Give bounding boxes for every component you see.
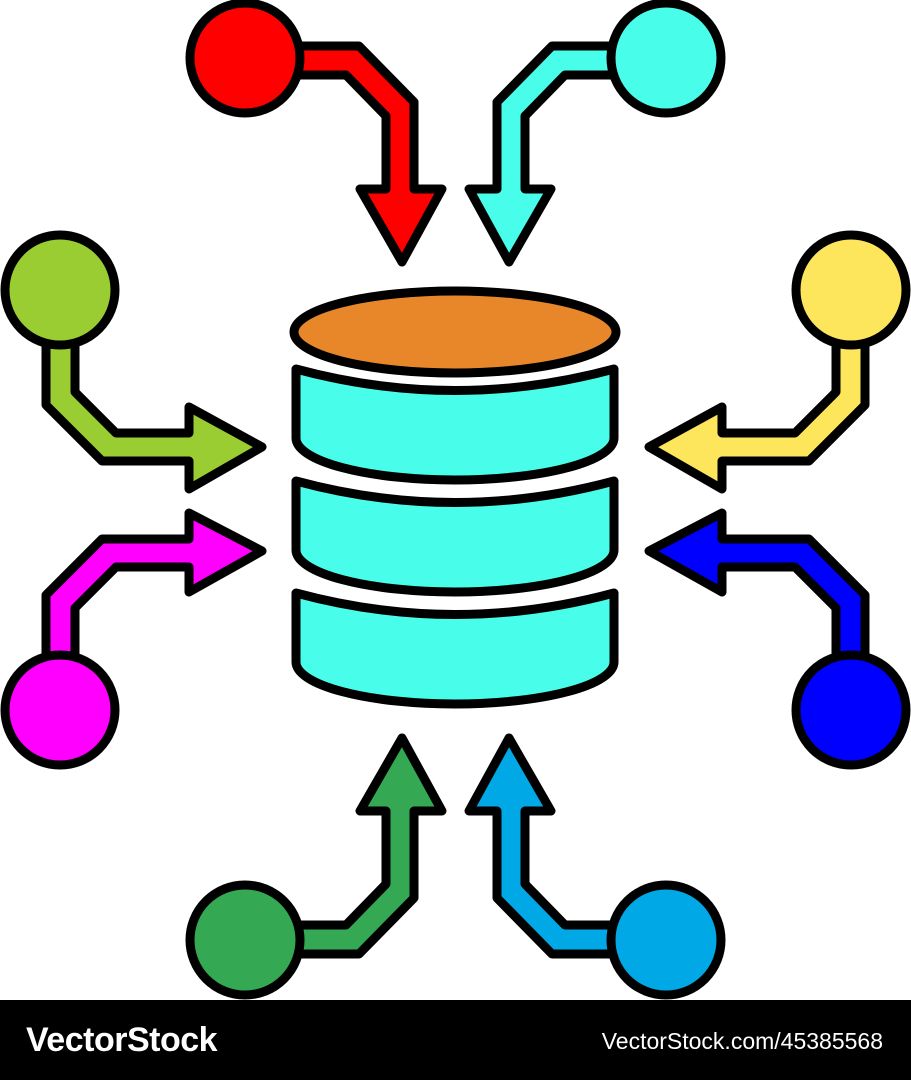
watermark-bar: VectorStock VectorStock.com/45385568 — [0, 1000, 911, 1080]
node-circle-yellow — [791, 230, 911, 350]
database-top-lid — [289, 286, 621, 378]
database-icon — [289, 286, 621, 709]
connector-top-right-cyan — [464, 0, 726, 267]
node-circle-lime — [0, 230, 120, 350]
node-circle-cyan — [606, 0, 726, 118]
arrow-body-cyan — [464, 41, 633, 267]
connector-right-upper-yellow — [644, 230, 911, 494]
node-circle-red — [185, 0, 305, 118]
connector-bottom-right-skyblue — [464, 733, 726, 1000]
database-segment-middle — [291, 476, 619, 597]
connector-left-upper-lime — [0, 230, 267, 494]
data-integration-illustration — [0, 0, 911, 1000]
node-circle-skyblue — [606, 880, 726, 1000]
arrow-body-green — [278, 733, 447, 959]
watermark-url: VectorStock.com/45385568 — [601, 1028, 883, 1054]
connector-left-lower-magenta — [0, 508, 267, 770]
arrow-body-skyblue — [464, 733, 633, 959]
watermark-logo: VectorStock — [26, 1021, 218, 1059]
connector-right-lower-blue — [644, 508, 911, 770]
arrow-body-yellow — [644, 315, 870, 494]
arrow-body-magenta — [41, 508, 267, 685]
node-circle-green — [185, 880, 305, 1000]
arrow-body-red — [278, 41, 447, 267]
node-circle-magenta — [0, 650, 120, 770]
database-segment-upper — [291, 364, 619, 485]
arrow-body-lime — [41, 315, 267, 494]
connector-bottom-left-green — [185, 733, 447, 1000]
arrow-body-blue — [644, 508, 870, 685]
node-circle-blue — [791, 650, 911, 770]
connector-top-left-red — [185, 0, 447, 267]
database-segment-bottom — [291, 588, 619, 709]
